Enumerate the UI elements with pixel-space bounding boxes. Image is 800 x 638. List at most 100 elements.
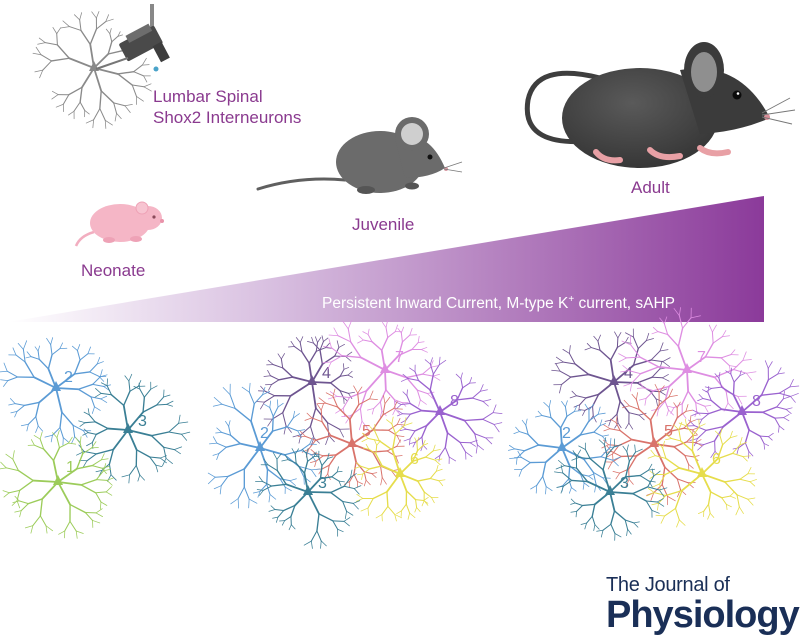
dendrite-branch: [541, 415, 552, 419]
dendrite-branch: [95, 448, 115, 455]
dendrite-branch: [625, 474, 641, 478]
dendrite-branch: [688, 419, 695, 427]
dendrite-branch: [396, 435, 401, 443]
dendrite-branch: [386, 419, 393, 425]
dendrite-branch: [678, 315, 684, 329]
dendrite-branch: [732, 444, 741, 454]
dendrite-branch: [393, 399, 403, 404]
dendrite-branch: [124, 105, 131, 113]
dendrite-branch: [30, 525, 34, 534]
dendrite-branch: [409, 367, 416, 373]
dendrite-branch: [181, 433, 188, 441]
dendrite-branch: [625, 422, 630, 430]
dendrite-branch: [616, 337, 619, 348]
dendrite-branch: [562, 361, 576, 365]
dendrite-branch: [15, 354, 26, 363]
dendrite-branch: [394, 514, 403, 519]
dendrite-branch: [227, 468, 245, 478]
dendrite-branch: [778, 386, 791, 394]
neuron-2: 2: [207, 382, 321, 509]
dendrite-branch: [621, 340, 632, 346]
dendrite-branch: [624, 519, 635, 524]
dendrite-branch: [10, 410, 18, 414]
journal-logo: The Journal of Physiology: [606, 574, 800, 634]
dendrite-branch: [704, 405, 709, 413]
dendrite-branch: [651, 368, 661, 378]
dendrite-branch: [555, 356, 564, 363]
dendrite-branch: [24, 361, 35, 378]
recording-label: Lumbar Spinal Shox2 Interneurons: [153, 86, 301, 128]
dendrite-branch: [22, 348, 26, 363]
dendrite-branch: [330, 355, 343, 363]
dendrite-branch: [395, 404, 402, 410]
dendrite-branch: [357, 392, 360, 406]
dendrite-branch: [612, 456, 622, 461]
dendrite-branch: [411, 342, 419, 351]
dendrite-branch: [381, 477, 387, 485]
dendrite-branch: [103, 468, 112, 472]
dendrite-branch: [114, 112, 117, 122]
dendrite-branch: [432, 375, 441, 381]
dendrite-branch: [382, 408, 395, 416]
dendrite-branch: [597, 406, 601, 415]
dendrite-branch: [80, 484, 97, 494]
dendrite-branch: [657, 502, 659, 511]
dendrite-branch: [382, 322, 387, 328]
dendrite-branch: [342, 320, 349, 330]
dendrite-branch: [315, 347, 326, 352]
dendrite-branch: [600, 529, 604, 538]
dendrite-branch: [266, 468, 281, 480]
dendrite-branch: [56, 33, 58, 46]
dendrite-branch: [674, 507, 680, 521]
dendrite-branch: [320, 540, 322, 549]
dendrite-branch: [375, 514, 383, 519]
dendrite-branch: [375, 444, 378, 455]
dendrite-branch: [622, 405, 630, 409]
dendrite-branch: [615, 422, 621, 432]
dendrite-branch: [260, 401, 265, 410]
dendrite-branch: [560, 415, 568, 429]
dendrite-branch: [159, 455, 167, 459]
dendrite-branch: [742, 456, 748, 462]
dendrite-branch: [400, 326, 405, 334]
dendrite-branch: [371, 450, 388, 453]
dendrite-branch: [47, 354, 53, 370]
dendrite-branch: [391, 433, 397, 451]
dendrite-branch: [304, 417, 313, 421]
dendrite-branch: [619, 429, 633, 441]
dendrite-branch: [393, 399, 396, 410]
dendrite-branch: [290, 340, 295, 347]
dendrite-branch: [594, 524, 600, 530]
dendrite-branch: [315, 455, 324, 462]
dendrite-branch: [668, 409, 674, 416]
dendrite-branch: [570, 511, 577, 513]
dendrite-branch: [30, 439, 35, 446]
dendrite-branch: [584, 448, 591, 460]
dendrite-branch: [647, 487, 655, 493]
dendrite-branch: [708, 503, 711, 514]
dendrite-branch: [630, 344, 641, 358]
dendrite-branch: [689, 415, 692, 423]
dendrite-branch: [44, 42, 58, 46]
dendrite-branch: [664, 489, 683, 497]
dendrite-branch: [18, 500, 29, 505]
dendrite-branch: [325, 402, 339, 408]
dendrite-branch: [429, 357, 433, 365]
dendrite-branch: [673, 424, 680, 431]
dendrite-branch: [657, 365, 688, 371]
dendrite-branch: [387, 331, 396, 338]
dendrite-branch: [790, 393, 799, 397]
dendrite-branch: [117, 73, 133, 86]
dendrite-branch: [645, 500, 653, 511]
soma: [697, 467, 707, 477]
dendrite-branch: [670, 416, 678, 432]
dendrite-branch: [584, 347, 592, 351]
dendrite-branch: [608, 419, 612, 427]
dendrite-branch: [360, 356, 386, 371]
dendrite-branch: [91, 441, 97, 449]
dendrite-branch: [435, 468, 443, 472]
dendrite-branch: [12, 347, 17, 356]
dendrite-branch: [493, 424, 500, 433]
dendrite-branch: [106, 378, 109, 387]
dendrite-branch: [262, 485, 273, 491]
